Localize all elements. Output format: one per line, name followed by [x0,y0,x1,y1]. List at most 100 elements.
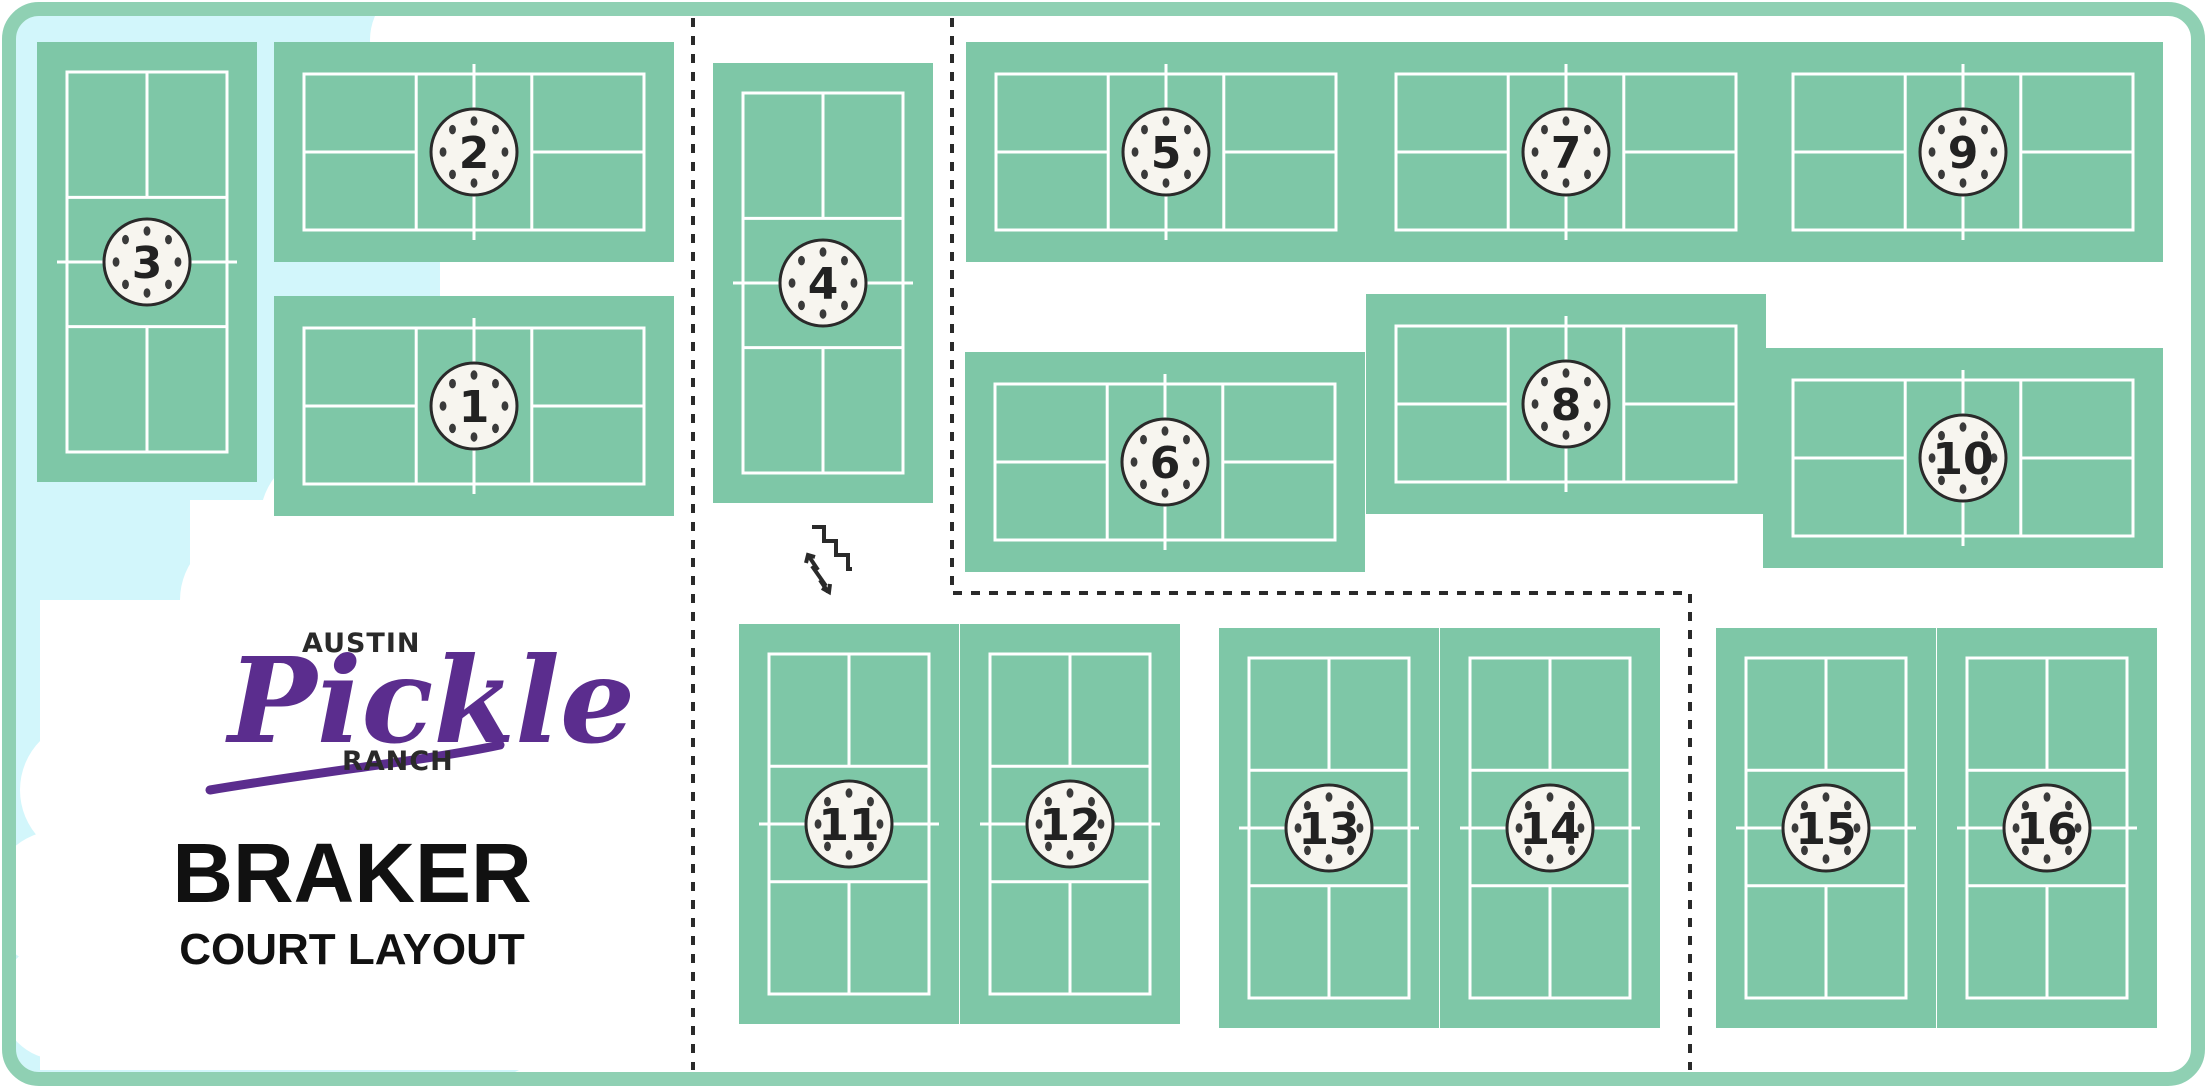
ball-hole [867,841,874,852]
ball-hole [1325,854,1333,864]
area-dividers [691,18,1692,1070]
ball-hole [492,124,499,135]
ball-hole [1097,819,1105,829]
court-3[interactable]: 3 [37,42,257,482]
ball-hole [1541,169,1548,180]
court-15[interactable]: 15 [1716,628,1936,1028]
ball-hole [1584,169,1591,180]
court-number-label: 10 [1932,434,1993,485]
court-lines [1791,64,2135,240]
court-9[interactable]: 9 [1763,42,2163,262]
court-number-label: 14 [1519,804,1580,855]
court-number-label: 3 [132,238,163,289]
page-title: BRAKER [172,826,531,920]
court-8[interactable]: 8 [1366,294,1766,514]
court-number-label: 13 [1298,804,1359,855]
ball-hole [492,423,499,434]
ball-hole [1546,792,1554,802]
ball-hole [819,309,827,319]
ball-hole [1959,422,1967,432]
ball-hole [1990,147,1998,157]
court-number-ball: 5 [1121,107,1211,197]
logo: AUSTIN Pickle RANCH [205,628,635,795]
ball-hole [1066,850,1074,860]
ball-hole [1131,147,1139,157]
court-lines [57,70,237,454]
ball-hole [819,247,827,257]
court-number-ball: 10 [1918,413,2008,503]
court-number-ball: 1 [429,361,519,451]
ball-hole [470,116,478,126]
ball-hole [122,279,129,290]
court-number-ball: 15 [1781,783,1871,873]
ball-hole [1801,800,1808,811]
ball-hole [788,278,796,288]
ball-hole [1981,430,1988,441]
ball-hole [1568,800,1575,811]
court-number-ball: 11 [804,779,894,869]
ball-hole [1035,819,1043,829]
ball-hole [798,300,805,311]
ball-hole [2065,845,2072,856]
ball-hole [1938,169,1945,180]
court-number-ball: 7 [1521,107,1611,197]
court-number-label: 12 [1039,800,1100,851]
court-4[interactable]: 4 [713,63,933,503]
court-11[interactable]: 11 [739,624,959,1024]
ball-hole [501,401,509,411]
ball-hole [1045,841,1052,852]
ball-hole [1347,800,1354,811]
court-14[interactable]: 14 [1440,628,1660,1028]
ball-hole [1981,169,1988,180]
ball-hole [165,279,172,290]
court-10[interactable]: 10 [1763,348,2163,568]
ball-hole [1568,845,1575,856]
court-number-ball: 9 [1918,107,2008,197]
ball-hole [1546,854,1554,864]
ball-hole [2022,800,2029,811]
ball-hole [1161,426,1169,436]
ball-hole [1184,124,1191,135]
court-16[interactable]: 16 [1937,628,2157,1028]
logo-top-text: AUSTIN [302,628,421,659]
ball-hole [814,819,822,829]
court-13[interactable]: 13 [1219,628,1439,1028]
ball-hole [501,147,509,157]
ball-hole [1562,368,1570,378]
court-5[interactable]: 5 [966,42,1366,262]
ball-hole [867,796,874,807]
court-lines [994,64,1338,240]
court-12[interactable]: 12 [960,624,1180,1024]
court-7[interactable]: 7 [1366,42,1766,262]
court-number-label: 6 [1150,438,1181,489]
ball-hole [824,841,831,852]
ball-hole [1938,475,1945,486]
page-subtitle: COURT LAYOUT [179,925,525,974]
ball-hole [143,288,151,298]
ball-hole [824,796,831,807]
court-number-ball: 2 [429,107,519,197]
court-number-ball: 6 [1120,417,1210,507]
ball-hole [1193,147,1201,157]
ball-hole [1531,399,1539,409]
ball-hole [1584,421,1591,432]
ball-hole [1562,116,1570,126]
ball-hole [1088,796,1095,807]
court-number-ball: 8 [1521,359,1611,449]
ball-hole [1347,845,1354,856]
court-number-ball: 3 [102,217,192,307]
ball-hole [1141,124,1148,135]
court-1[interactable]: 1 [274,296,674,516]
ball-hole [2022,845,2029,856]
ball-hole [845,850,853,860]
court-6[interactable]: 6 [965,352,1365,572]
court-lines [1394,316,1738,492]
court-2[interactable]: 2 [274,42,674,262]
ball-hole [1161,488,1169,498]
court-lines [1736,656,1916,1000]
ball-hole [165,234,172,245]
court-number-ball: 12 [1025,779,1115,869]
ball-hole [1141,169,1148,180]
